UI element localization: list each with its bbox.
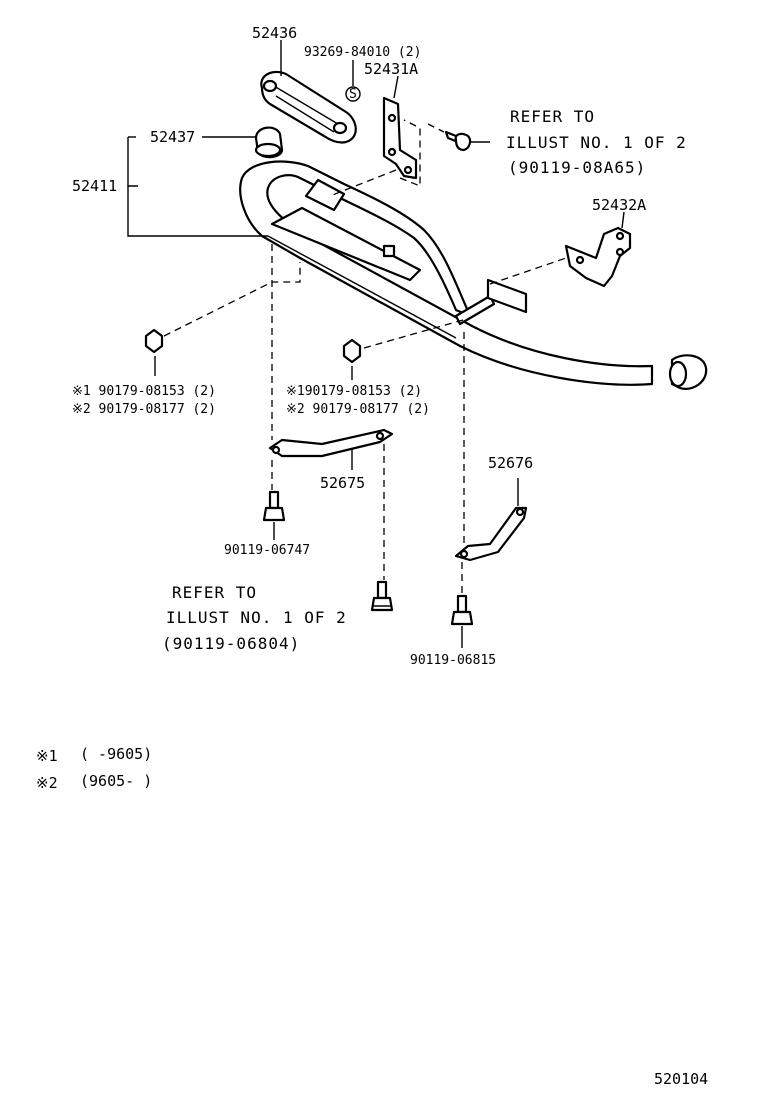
cushion-52437-drawing [254,126,284,159]
part-labels: 52436 93269-84010 (2) 52431A 52437 52411… [72,24,646,668]
leader-lines [127,40,625,648]
nut-left-line2: ※2 90179-08177 (2) [72,402,216,417]
s-marker-label: S [349,87,357,102]
bolt-06815-drawing [450,594,474,626]
nut-mid-callout: ※190179-08153 (2) ※2 90179-08177 (2) [286,384,430,417]
legend-mark-2: ※2 [36,774,58,792]
nut-left-drawing [144,328,164,354]
label-90119-06815: 90119-06815 [410,653,496,668]
legend-range-2: (9605- ) [80,772,152,790]
label-52675: 52675 [320,474,365,492]
bracket-52432a-drawing [564,226,632,288]
legend-mark-1: ※1 [36,747,58,765]
label-93269-84010: 93269-84010 (2) [304,45,421,60]
label-52437: 52437 [150,128,195,146]
refer-bottom-line2: ILLUST NO. 1 OF 2 [166,608,347,627]
figure-code: 520104 [654,1070,708,1088]
brace-52676-drawing [454,506,528,562]
label-90119-06747: 90119-06747 [224,543,310,558]
label-52436: 52436 [252,24,297,42]
legend: ※1 ( -9605) ※2 (9605- ) [36,745,152,792]
refer-bottom-line1: REFER TO [172,583,257,602]
bolt-upper-drawing [444,130,472,152]
nut-mid-line2: ※2 90179-08177 (2) [286,402,430,417]
nut-left-line1: ※1 90179-08153 (2) [72,384,216,399]
refer-bottom-note: REFER TO ILLUST NO. 1 OF 2 (90119-06804) [162,583,347,653]
bolt-06804-drawing [370,580,394,612]
bracket-52431a-drawing [382,96,418,180]
label-52676: 52676 [488,454,533,472]
bolt-06747-drawing [262,490,286,522]
label-52431a: 52431A [364,60,418,78]
refer-top-line1: REFER TO [510,107,595,126]
nut-left-callout: ※1 90179-08153 (2) ※2 90179-08177 (2) [72,384,216,417]
refer-top-note: REFER TO ILLUST NO. 1 OF 2 (90119-08A65) [506,107,687,177]
refer-bottom-line3: (90119-06804) [162,634,300,653]
bumper-reinforcement-drawing [239,160,708,390]
label-52411: 52411 [72,177,117,195]
brace-52675-drawing [268,428,394,458]
refer-top-line3: (90119-08A65) [508,158,646,177]
cover-52436-drawing [260,70,357,144]
dashed-alignment-lines [163,119,567,594]
nut-mid-drawing [342,338,362,364]
refer-top-line2: ILLUST NO. 1 OF 2 [506,133,687,152]
nut-mid-line1: ※190179-08153 (2) [286,384,422,399]
legend-range-1: ( -9605) [80,745,152,763]
label-52432a: 52432A [592,196,646,214]
